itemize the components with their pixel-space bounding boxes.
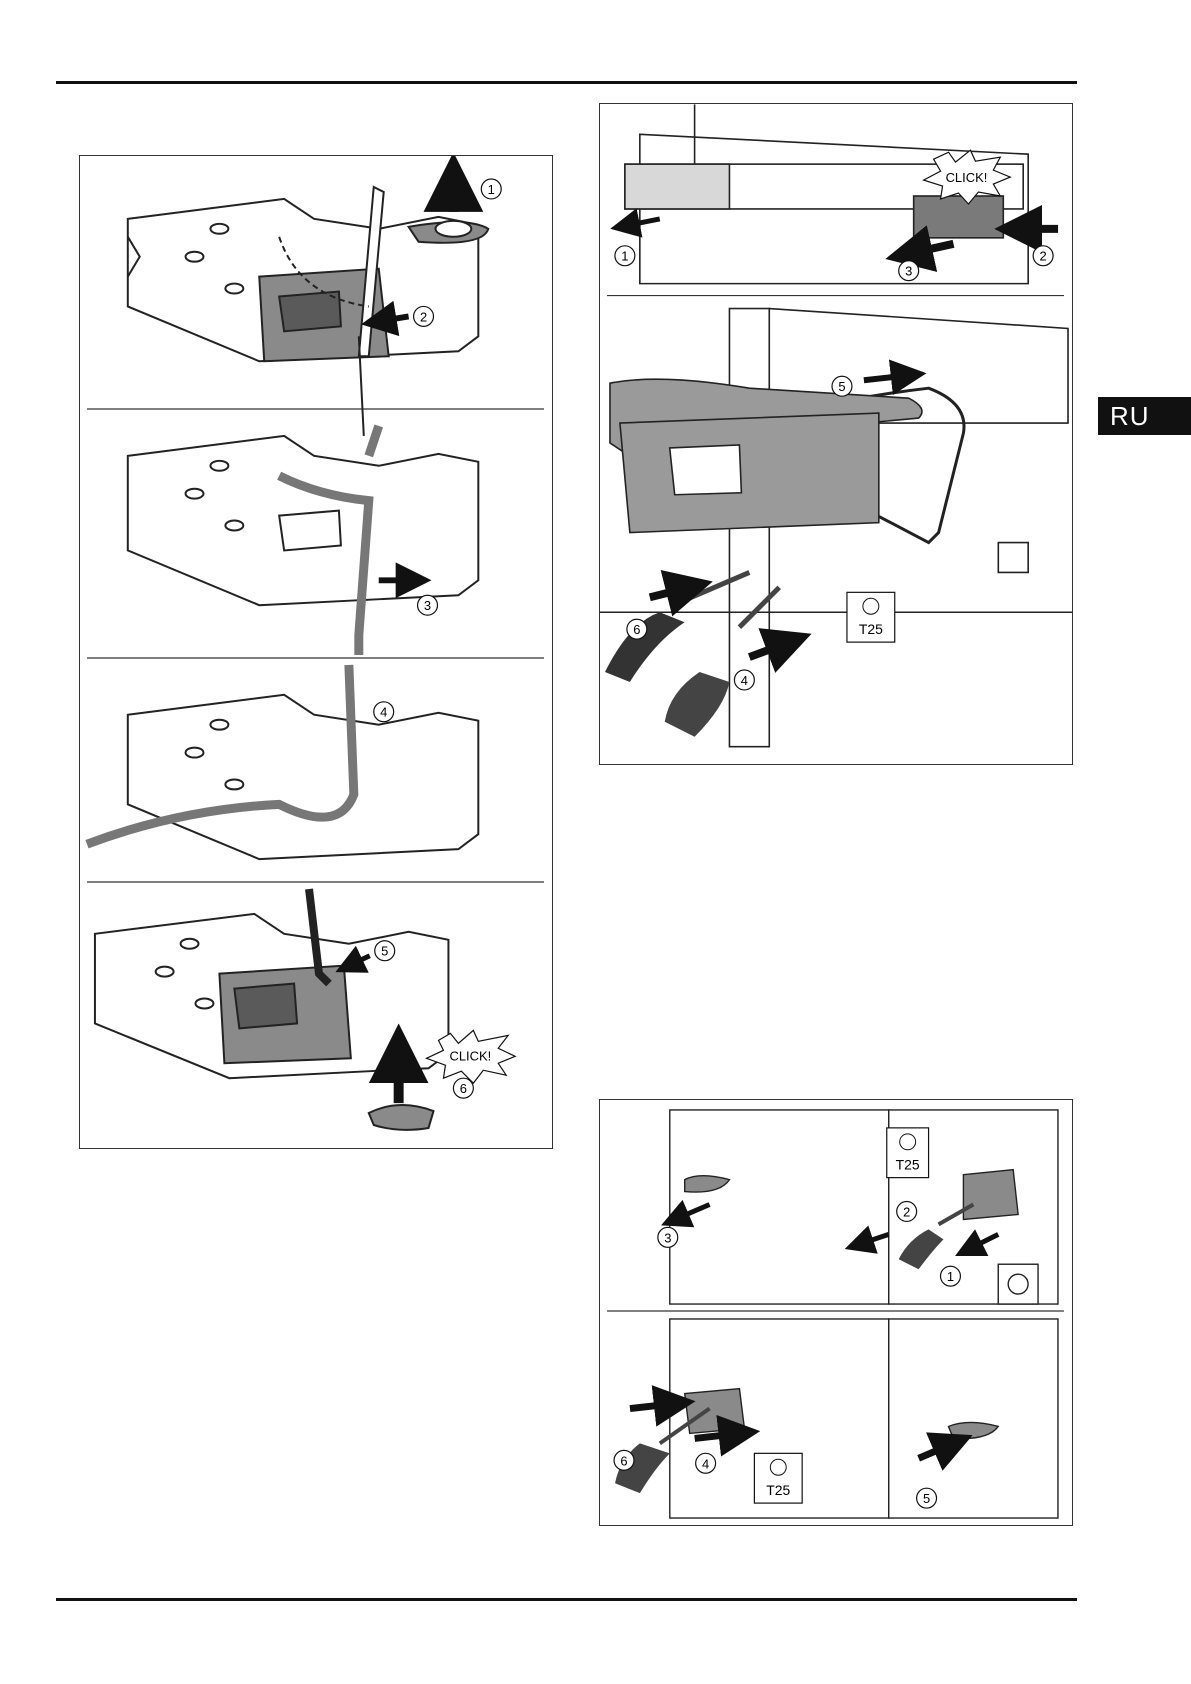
bottom-rule [56,1598,1077,1601]
hinge-step-4-callout: 4 [373,701,395,723]
svg-text:T25: T25 [896,1157,920,1173]
svg-text:5: 5 [838,379,845,394]
side-step-6-callout: 6 [613,1449,635,1471]
svg-text:4: 4 [380,705,387,720]
top-rule [56,81,1077,84]
svg-text:3: 3 [424,598,431,613]
language-tab[interactable]: RU [1098,397,1191,435]
svg-text:1: 1 [947,1269,954,1284]
svg-text:T25: T25 [859,621,883,637]
hinge-mount-figure: 1 2 3 CLICK! [599,103,1073,765]
hinge-step-1-2 [126,185,490,436]
svg-text:3: 3 [664,1230,671,1245]
side-step-3-callout: 3 [657,1226,679,1248]
svg-text:T25: T25 [766,1482,790,1498]
hinge-step-6-callout: 6 [452,1077,474,1099]
svg-text:1: 1 [488,182,495,197]
svg-text:CLICK!: CLICK! [946,170,988,185]
hinge-step-2-callout: 2 [412,305,435,327]
svg-text:5: 5 [381,944,388,959]
svg-text:4: 4 [702,1456,709,1471]
svg-text:CLICK!: CLICK! [449,1048,491,1063]
hinge-cable-figure: 1 2 3 4 [79,155,553,1149]
mount-step-2-callout: 2 [1032,245,1054,267]
mount-step-6-callout: 6 [626,618,648,640]
mount-illustration: 1 2 3 CLICK! [600,104,1072,748]
hinge-step-5-callout: 5 [374,940,396,962]
side-step-4-callout: 4 [695,1452,717,1474]
side-step-2-callout: 2 [896,1200,918,1223]
hinge-click-burst: CLICK! [424,1029,517,1085]
hinge-step-1-callout: 1 [480,178,502,200]
mount-step-3-callout: 3 [898,260,920,282]
side-hinge-figure: 1 2 3 4 5 6 T25 T25 [599,1099,1073,1526]
svg-text:5: 5 [923,1491,930,1506]
svg-text:2: 2 [420,309,427,324]
hinge-step-3-callout: 3 [416,594,439,616]
side-hinge-illustration: 1 2 3 4 5 6 T25 T25 [607,1109,1064,1519]
mount-step-4-callout: 4 [733,669,755,691]
side-torx-label-top: T25 [886,1127,930,1179]
mount-click-burst: CLICK! [922,149,1012,205]
mount-torx-label: T25 [846,591,896,643]
mount-step-1-callout: 1 [614,245,636,267]
side-step-1-callout: 1 [939,1265,962,1287]
svg-text:3: 3 [905,264,912,279]
svg-text:1: 1 [621,249,628,264]
svg-text:6: 6 [620,1453,627,1468]
svg-text:4: 4 [741,673,748,688]
side-step-5-callout: 5 [916,1487,938,1509]
hinge-step-4 [85,664,480,861]
svg-text:6: 6 [633,622,640,637]
hinge-illustration: 1 2 3 4 [85,156,545,1131]
svg-text:2: 2 [903,1204,910,1219]
side-torx-label-bottom: T25 [753,1452,803,1504]
hinge-step-3 [126,424,480,655]
mount-step-5-callout: 5 [831,375,853,397]
svg-text:6: 6 [460,1081,467,1096]
svg-text:2: 2 [1040,249,1047,264]
